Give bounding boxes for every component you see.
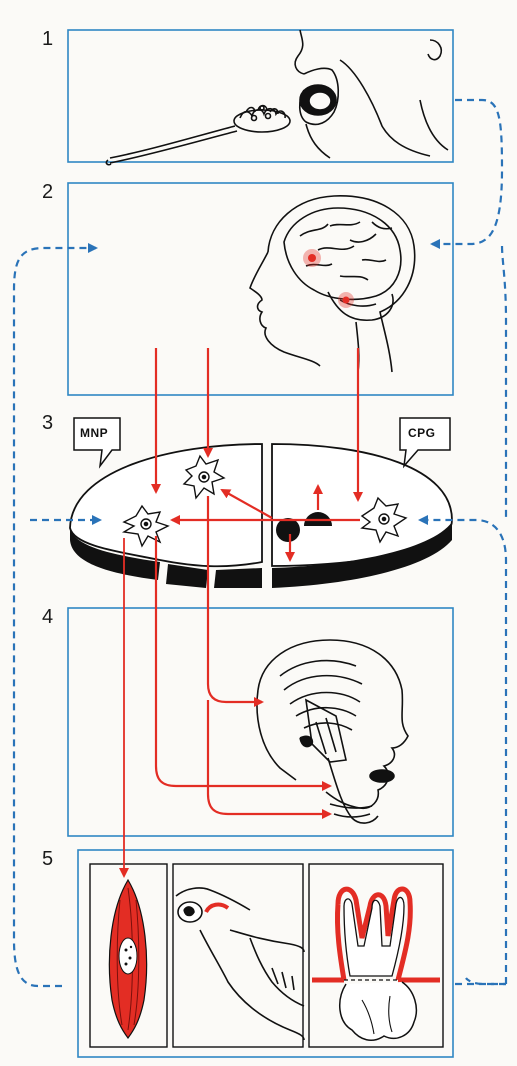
panel-number-2: 2: [42, 181, 53, 204]
panel-number-5: 5: [42, 848, 53, 871]
loop-panel1-to-panel2: [432, 100, 502, 244]
head-with-brain: [250, 196, 415, 372]
panel-5b-frame: [173, 864, 303, 1047]
jaw-joint: [176, 888, 304, 1040]
panel-1-frame: [68, 30, 453, 162]
loop-left-to-panel2: [14, 248, 96, 986]
red-pathways: [124, 348, 360, 876]
panel-number-1: 1: [42, 28, 53, 51]
cpg-label: CPG: [408, 426, 436, 440]
spoon-with-food: [106, 106, 290, 165]
tooth-periodontium: [312, 889, 440, 1040]
head-with-jaw-muscles: [257, 640, 408, 823]
mnp-to-pterygoid: [208, 700, 330, 814]
loop-right-to-panel2: [502, 246, 506, 520]
panel-number-4: 4: [42, 606, 53, 629]
panel-number-3: 3: [42, 412, 53, 435]
mnp-label: MNP: [80, 426, 108, 440]
panel-4-frame: [68, 608, 453, 836]
face-profile-eating: [295, 30, 448, 158]
muscle-spindle: [109, 880, 146, 1038]
panel-2-frame: [68, 183, 453, 395]
loop-right-to-cpg: [420, 520, 506, 984]
brain-activation-spots: [303, 249, 354, 308]
